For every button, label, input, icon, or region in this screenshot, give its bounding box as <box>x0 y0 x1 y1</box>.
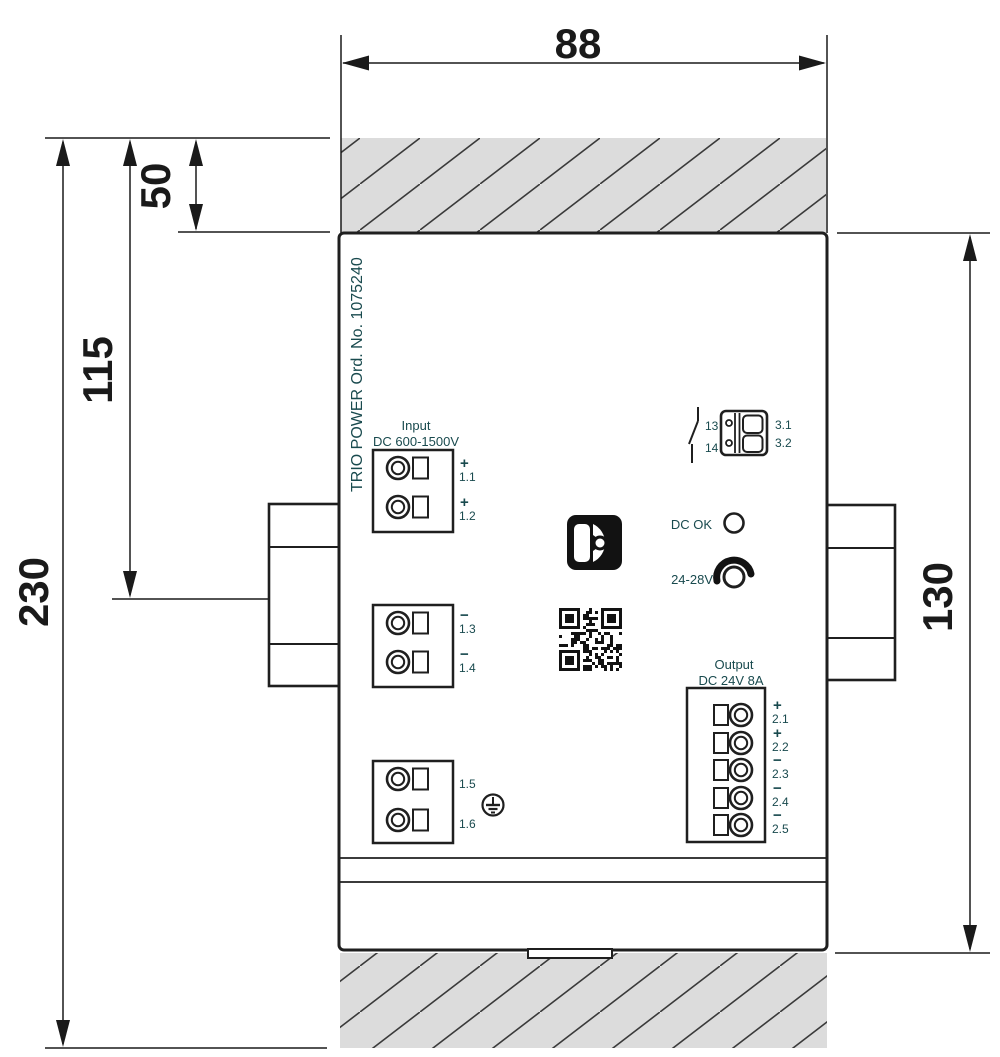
terminal-sign: − <box>460 607 469 624</box>
dimension-device-height-value: 130 <box>914 562 961 632</box>
ground-icon <box>481 793 505 817</box>
terminal-label: 1.5 <box>459 777 476 791</box>
qr-code-icon <box>556 605 625 674</box>
relay-terminal-31: 3.1 <box>775 418 792 432</box>
relay-terminal-32: 3.2 <box>775 436 792 450</box>
terminal-sign: + <box>773 725 782 742</box>
dimension-width-value: 88 <box>555 20 602 67</box>
din-rail-latch <box>527 948 613 959</box>
terminal-sign: + <box>460 455 469 472</box>
input-subtitle: DC 600-1500V <box>373 434 459 449</box>
terminal-label: 2.5 <box>772 822 789 836</box>
phoenix-contact-logo <box>567 515 622 570</box>
terminal-label: 1.2 <box>459 509 476 523</box>
dimension-total-height: 230 <box>10 139 70 1047</box>
terminal-label: 1.4 <box>459 661 476 675</box>
output-terminal-block <box>685 686 767 844</box>
dimension-top-clearance: 50 <box>132 139 203 231</box>
right-flange <box>825 503 897 682</box>
input-terminal-block-2 <box>371 603 455 689</box>
terminal-label: 1.1 <box>459 470 476 484</box>
dimension-extension-lines-left <box>45 137 330 1049</box>
potentiometer-icon <box>713 556 755 589</box>
output-title: Output <box>714 657 753 672</box>
dc-ok-led <box>723 512 745 534</box>
terminal-label: 1.3 <box>459 622 476 636</box>
input-terminal-block-3 <box>371 759 455 845</box>
terminal-sign: − <box>773 807 782 824</box>
terminal-sign: − <box>773 752 782 769</box>
dimension-device-height: 130 <box>835 232 990 954</box>
terminal-sign: + <box>773 697 782 714</box>
adjust-label: 24-28V <box>671 572 713 587</box>
relay-connector <box>719 409 769 457</box>
terminal-label: 2.3 <box>772 767 789 781</box>
dimension-width <box>340 35 828 233</box>
terminal-sign: − <box>773 780 782 797</box>
arrow-left-icon <box>342 55 369 71</box>
input-terminal-block-1 <box>371 448 455 534</box>
terminal-label: 2.4 <box>772 795 789 809</box>
output-subtitle: DC 24V 8A <box>698 673 763 688</box>
left-flange <box>267 502 341 688</box>
dimension-top-clearance-value: 50 <box>132 163 179 210</box>
input-title: Input <box>402 418 431 433</box>
terminal-label: 2.1 <box>772 712 789 726</box>
arrow-right-icon <box>799 55 826 71</box>
relay-contact-13: 13 <box>705 419 719 433</box>
terminal-sign: − <box>460 646 469 663</box>
top-mounting-surface <box>341 138 826 233</box>
dimension-upper-height: 115 <box>74 139 137 598</box>
dc-ok-label: DC OK <box>671 517 713 532</box>
terminal-label: 1.6 <box>459 817 476 831</box>
dimension-upper-height-value: 115 <box>74 336 121 404</box>
relay-contact-14: 14 <box>705 441 719 455</box>
terminal-sign: + <box>460 494 469 511</box>
dimension-total-height-value: 230 <box>10 557 57 627</box>
relay-contact-symbol <box>688 407 699 463</box>
brand-order-label: TRIO POWER Ord. No. 1075240 <box>349 257 366 492</box>
terminal-label: 2.2 <box>772 740 789 754</box>
bottom-mounting-surface <box>340 953 827 1048</box>
